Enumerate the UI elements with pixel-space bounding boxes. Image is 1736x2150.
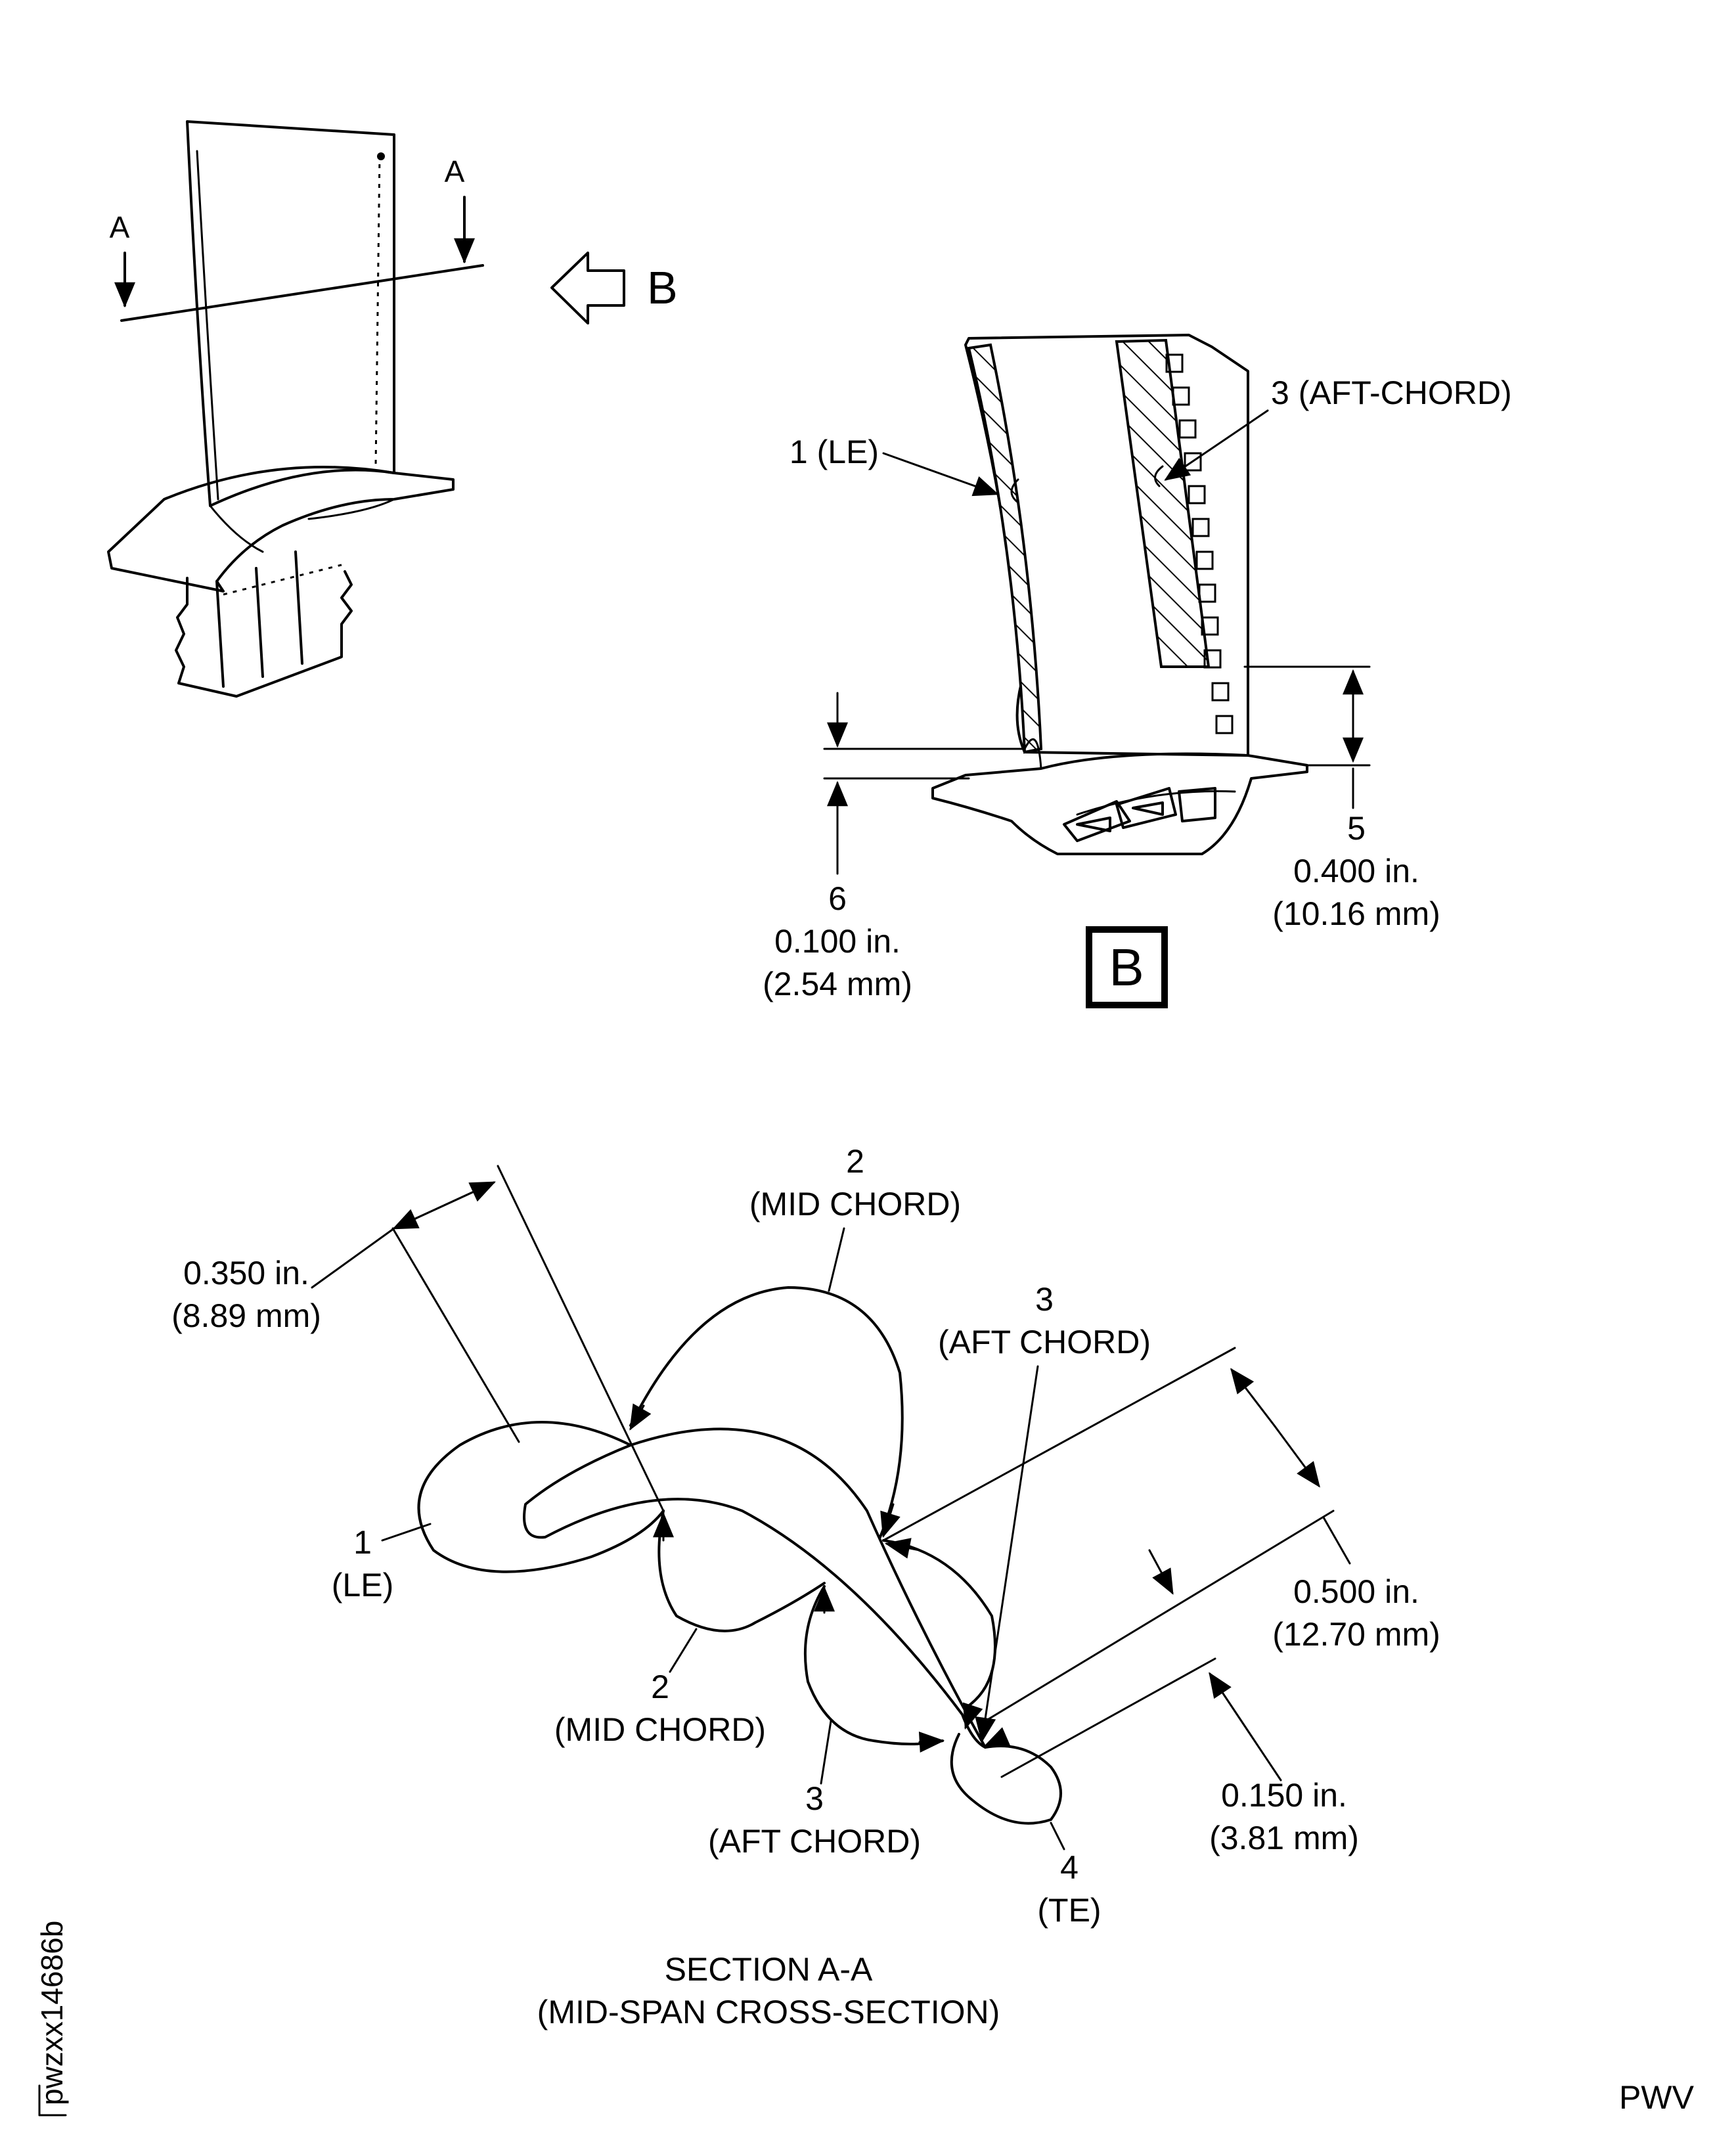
zone-3-bottom-number: 3 [805, 1780, 824, 1817]
section-cut-line [120, 264, 484, 322]
blade-cooling-holes-line [374, 154, 381, 467]
view-b-arrow [550, 252, 625, 325]
dimension-6-number: 6 [828, 880, 847, 917]
section-subtitle: (MID-SPAN CROSS-SECTION) [537, 1994, 1000, 2030]
dimension-0150: 0.150 in. (3.81 mm) [1000, 1657, 1359, 1856]
dimension-5-inch: 0.400 in. [1293, 853, 1419, 889]
view-b-arrow-letter: B [647, 262, 678, 313]
zone-3-top-number: 3 [1035, 1281, 1054, 1318]
dimension-6-mm: (2.54 mm) [763, 966, 912, 1002]
zone-1-number: 1 [353, 1524, 372, 1561]
zone-1-leader [381, 1523, 432, 1542]
blade-root-hidden-line [223, 564, 342, 596]
section-letter-left: A [110, 210, 130, 244]
dimension-5: 5 0.400 in. (10.16 mm) [1243, 665, 1440, 932]
zone-3-top-leader [975, 1365, 1039, 1743]
zone-2-top-loop [629, 1286, 904, 1538]
aft-cavity-hint [1154, 465, 1164, 487]
cooling-hole-dot [377, 152, 385, 160]
zone-4-te-loop [950, 1733, 1062, 1825]
dimension-0500: 0.500 in. (12.70 mm) [882, 1347, 1440, 1722]
blade-isometric-view: A A B [107, 120, 678, 698]
zone-4-name: (TE) [1037, 1892, 1101, 1929]
blade-platform-outline [107, 466, 455, 593]
blade-leading-edge-line [196, 150, 219, 501]
view-b-label: B [1109, 938, 1144, 997]
zone-1-le-loop [417, 1421, 665, 1573]
section-title: SECTION A-A [665, 1951, 873, 1988]
zone-2-top-name: (MID CHORD) [749, 1186, 961, 1222]
dimension-0350-inch: 0.350 in. [183, 1255, 309, 1291]
figure-id: pwzxx14686b [35, 1921, 69, 2105]
view-b-label-box [1086, 926, 1168, 1008]
zone-2-top-leader [828, 1227, 845, 1292]
zone-1-name: (LE) [332, 1567, 393, 1603]
zone-4-leader [1050, 1822, 1065, 1850]
figure-id-block: pwzxx14686b [35, 1921, 69, 2116]
zone-2-bottom-loop [657, 1510, 826, 1632]
zone-2-bottom-leader [669, 1628, 698, 1673]
zone-3-bottom-loop [803, 1585, 944, 1745]
callout-aft-chord-text: 3 (AFT-CHORD) [1271, 374, 1512, 411]
zone-3-bottom-name: (AFT CHORD) [708, 1823, 921, 1860]
dimension-0350: 0.350 in. (8.89 mm) [171, 1165, 665, 1512]
callout-le-text: 1 (LE) [790, 434, 879, 470]
blade-platform-fillet [209, 498, 395, 553]
blade-root-outline [175, 550, 353, 698]
zone-4-number: 4 [1060, 1849, 1079, 1886]
view-b-root-lugs [1063, 787, 1216, 842]
dimension-0500-inch: 0.500 in. [1293, 1573, 1419, 1610]
blade-airfoil-outline [186, 120, 395, 507]
zone-boundary-arrows [629, 1403, 1011, 1753]
footer-code: PWV [1619, 2079, 1695, 2116]
zone-2-bottom-name: (MID CHORD) [554, 1711, 766, 1748]
airfoil-cross-section [523, 1427, 987, 1749]
view-b-platform-outline [931, 752, 1308, 855]
trailing-edge-slots [1165, 353, 1234, 734]
dimension-6: 6 0.100 in. (2.54 mm) [763, 692, 1026, 1002]
dimension-0150-mm: (3.81 mm) [1209, 1820, 1359, 1856]
dimension-5-number: 5 [1347, 810, 1366, 847]
view-b-platform-fillet [1023, 738, 1236, 816]
callout-aft-chord-leader [1164, 409, 1269, 481]
dimension-0500-extension-upper [882, 1347, 1236, 1542]
zone-3-top-name: (AFT CHORD) [938, 1324, 1151, 1360]
dimension-0150-extension [1000, 1657, 1216, 1778]
dimension-0350-mm: (8.89 mm) [171, 1297, 321, 1334]
zone-3-bottom-leader [820, 1720, 832, 1785]
section-letter-right: A [445, 154, 465, 189]
dimension-5-mm: (10.16 mm) [1272, 895, 1440, 932]
dimension-0500-extension-lower [984, 1510, 1335, 1722]
dimension-0150-inch: 0.150 in. [1221, 1777, 1347, 1814]
le-cavity-hint [1010, 478, 1019, 504]
section-a-a-view: 0.350 in. (8.89 mm) 2 (MID CHORD) 3 (AFT… [171, 1143, 1440, 2030]
zone-3-top-loop [882, 1539, 996, 1709]
dimension-6-inch: 0.100 in. [774, 923, 901, 960]
zone-2-bottom-number: 2 [651, 1668, 669, 1705]
view-b-detail: 1 (LE) 3 (AFT-CHORD) 6 0.100 in. (2.54 m… [763, 334, 1512, 1008]
zone-2-top-number: 2 [846, 1143, 864, 1180]
callout-le-leader [882, 452, 1000, 497]
dimension-0500-mm: (12.70 mm) [1272, 1616, 1440, 1653]
